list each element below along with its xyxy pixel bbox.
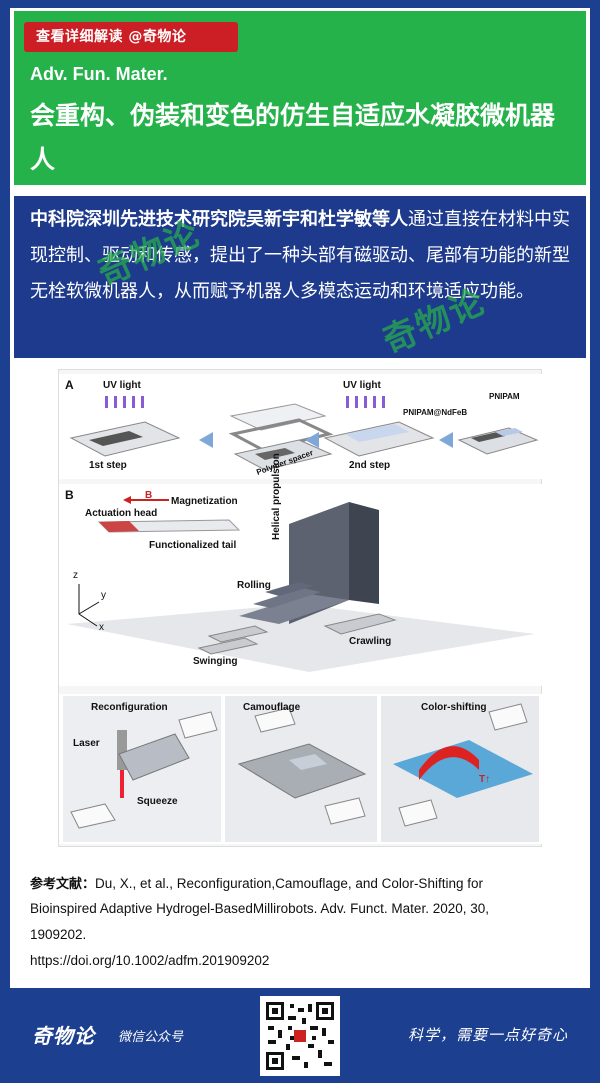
field-b-label: B xyxy=(145,490,153,501)
qr-code-icon[interactable] xyxy=(260,996,340,1076)
first-step-label: 1st step xyxy=(89,460,127,471)
pnipam-ndfeb-label: PNIPAM@NdFeB xyxy=(403,408,468,417)
color-shifting-label: Color-shifting xyxy=(421,702,487,713)
reference-line-2: Bioinspired Adaptive Hydrogel-BasedMilli… xyxy=(30,901,489,916)
summary-body: 通过直接在材料中实现控制、驱动和传感，提出了一种头部有磁驱动、尾部有功能的新型无… xyxy=(30,209,570,302)
axis-z-label: z xyxy=(73,570,78,581)
rolling-label: Rolling xyxy=(237,580,271,591)
crawling-label: Crawling xyxy=(349,636,392,647)
pnipam-label: PNIPAM xyxy=(489,392,520,401)
reference-line-3: 1909202. xyxy=(30,927,87,942)
figure-panel-a: A UV light UV light 1st step 2nd step Po xyxy=(59,374,543,479)
reference-doi[interactable]: https://doi.org/10.1002/adfm.201909202 xyxy=(30,953,270,968)
footer-slogan: 科学，需要一点好奇心 xyxy=(407,1026,568,1044)
footer: 奇物论 微信公众号 科学，需要一点好奇心 xyxy=(0,988,600,1083)
reference-block: 参考文献：Du, X., et al., Reconfiguration,Cam… xyxy=(14,857,586,979)
laser-label: Laser xyxy=(73,738,100,749)
reference-line-1: 参考文献：Du, X., et al., Reconfiguration,Cam… xyxy=(30,873,483,892)
article-title: 会重构、伪装和变色的仿生自适应水凝胶微机器人 xyxy=(30,101,556,174)
squeeze-label: Squeeze xyxy=(137,796,178,807)
camouflage-label: Camouflage xyxy=(243,702,301,713)
panel-b-diagram xyxy=(67,496,535,672)
research-figure: A UV light UV light 1st step 2nd step Po xyxy=(58,369,543,847)
summary-block: 中科院深圳先进技术研究院吴新宇和杜学敏等人通过直接在材料中实现控制、驱动和传感，… xyxy=(14,196,586,358)
brand-name: 奇物论 xyxy=(32,1024,95,1048)
journal-name: Adv. Fun. Mater. xyxy=(30,64,168,84)
helical-propulsion-label: Helical propulsion xyxy=(271,453,282,540)
summary-text: 中科院深圳先进技术研究院吴新宇和杜学敏等人通过直接在材料中实现控制、驱动和传感，… xyxy=(30,202,570,310)
uv-light-label-2: UV light xyxy=(343,380,381,391)
figure-panel-b: B B Magnetization Actuation head Functio… xyxy=(59,453,543,686)
summary-highlight: 中科院深圳先进技术研究院吴新宇和杜学敏等人 xyxy=(30,209,408,230)
magnetization-label: Magnetization xyxy=(171,496,238,507)
axis-x-label: x xyxy=(99,622,104,633)
figure-panel-c: C Reconfiguration Laser Squeeze Camoufla… xyxy=(59,694,543,844)
swinging-label: Swinging xyxy=(193,656,238,667)
temperature-rise-label: T↑ xyxy=(479,774,491,785)
uv-light-label-1: UV light xyxy=(103,380,141,391)
panel-a-diagram xyxy=(69,396,539,471)
actuation-head-label: Actuation head xyxy=(85,508,158,519)
detail-tag-button[interactable]: 查看详细解读 @奇物论 xyxy=(24,22,238,52)
panel-a-letter: A xyxy=(65,378,74,392)
panel-b-letter: B xyxy=(65,488,74,502)
reconfiguration-label: Reconfiguration xyxy=(91,702,168,713)
reference-label: 参考文献： xyxy=(30,877,96,892)
functionalized-tail-label: Functionalized tail xyxy=(149,540,237,551)
reference-text-1: Du, X., et al., Reconfiguration,Camoufla… xyxy=(95,876,483,891)
brand-subtitle: 微信公众号 xyxy=(118,1030,184,1045)
panel-c-diagram xyxy=(63,696,539,842)
second-step-label: 2nd step xyxy=(349,460,391,471)
axis-y-label: y xyxy=(101,590,106,601)
